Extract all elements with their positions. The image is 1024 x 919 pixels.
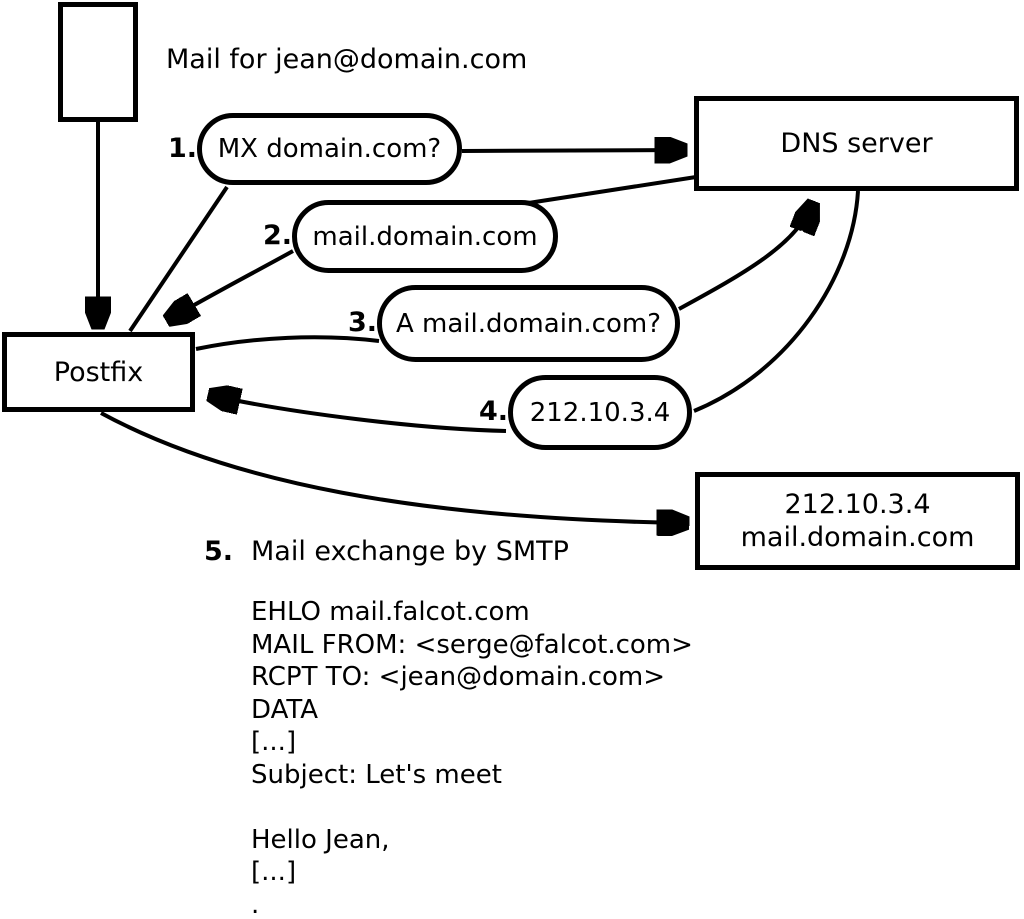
mailserver-hostname: mail.domain.com — [740, 522, 975, 553]
connector-dns-to-reply2 — [521, 175, 697, 206]
smtp-line-ehlo: EHLO mail.falcot.com — [251, 597, 530, 627]
step-number-3: 3. — [347, 307, 377, 338]
connector-dns-to-reply4 — [693, 190, 860, 413]
reply-pill-mailhost-label: mail.domain.com — [312, 221, 538, 252]
arrow-reply4-to-postfix — [210, 395, 507, 433]
smtp-line-end-dot: . — [251, 889, 260, 919]
smtp-line-ellipsis-1: [...] — [251, 727, 297, 757]
reply-pill-mailhost: mail.domain.com — [292, 200, 558, 273]
smtp-session-transcript: EHLO mail.falcot.com MAIL FROM: <serge@f… — [251, 596, 693, 919]
smtp-line-ellipsis-2: [...] — [251, 857, 297, 887]
query-pill-a-record-label: A mail.domain.com? — [396, 308, 661, 339]
arrow-query1-to-dns — [461, 150, 685, 151]
connector-postfix-to-query1 — [128, 185, 229, 333]
dns-server-box: DNS server — [694, 96, 1019, 191]
reply-pill-ip-label: 212.10.3.4 — [529, 397, 671, 428]
smtp-exchange-label: Mail exchange by SMTP — [251, 536, 569, 567]
mailserver-box: 212.10.3.4 mail.domain.com — [695, 472, 1020, 570]
mail-envelope-icon — [58, 2, 138, 122]
dns-server-label: DNS server — [780, 128, 933, 159]
query-pill-a-record: A mail.domain.com? — [377, 285, 680, 362]
step-number-2: 2. — [262, 220, 292, 251]
smtp-line-rcpt-to: RCPT TO: <jean@domain.com> — [251, 662, 666, 692]
reply-pill-ip: 212.10.3.4 — [508, 375, 692, 450]
step-number-4: 4. — [478, 396, 508, 427]
smtp-line-subject: Subject: Let's meet — [251, 759, 502, 790]
arrow-reply2-to-postfix — [168, 249, 294, 320]
postfix-label: Postfix — [53, 356, 144, 388]
mailserver-label: 212.10.3.4 mail.domain.com — [741, 488, 975, 554]
step-number-5: 5. — [203, 536, 233, 567]
connector-postfix-to-query3 — [195, 335, 380, 351]
smtp-line-data: DATA — [251, 694, 318, 725]
mail-for-label: Mail for jean@domain.com — [166, 44, 528, 75]
step-number-1: 1. — [167, 133, 197, 164]
smtp-line-mail-from: MAIL FROM: <serge@falcot.com> — [251, 629, 693, 660]
smtp-line-hello: Hello Jean, — [251, 824, 390, 855]
query-pill-mx-label: MX domain.com? — [217, 134, 442, 164]
arrow-postfix-to-mailserver — [100, 411, 687, 523]
arrow-query3-to-dns — [678, 203, 813, 311]
postfix-box: Postfix — [2, 332, 195, 412]
smtp-line-blank — [251, 791, 693, 824]
mailserver-ip: 212.10.3.4 — [784, 489, 931, 520]
query-pill-mx: MX domain.com? — [197, 113, 462, 185]
